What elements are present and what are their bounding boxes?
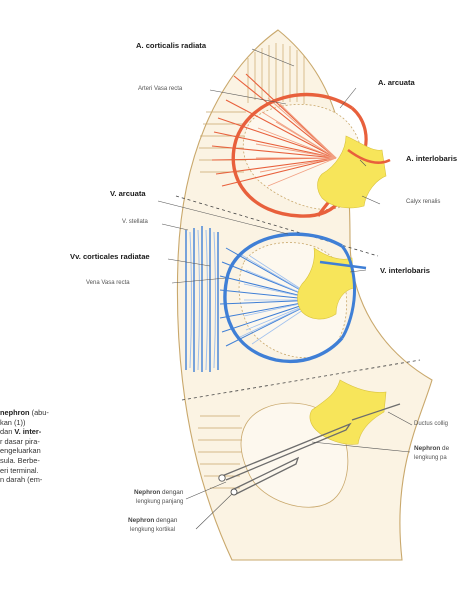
label-a-arcuata: A. arcuata: [378, 79, 415, 87]
label-a-interlobaris: A. interlobaris: [406, 155, 457, 163]
side-line-7: eri terminal.: [0, 466, 80, 476]
side-line-2: kan (1)): [0, 418, 80, 428]
label-lengkung-right: lengkung pa: [414, 455, 447, 461]
side-line-8: n darah (em-: [0, 475, 80, 485]
label-nephron-panjang: Nephron dengan: [134, 490, 183, 496]
side-line-6: sula. Berbe-: [0, 456, 80, 466]
label-ductus-colligens: Ductus collig: [414, 421, 448, 427]
label-vena-vasa-recta: Vena Vasa recta: [86, 280, 130, 286]
label-calyx-renalis: Calyx renalis: [406, 199, 440, 205]
side-line-4: r dasar pira-: [0, 437, 80, 447]
side-paragraph: nephron (abu- kan (1)) dan V. inter- r d…: [0, 408, 80, 485]
label-nephron-kortikal: Nephron dengan: [128, 518, 177, 524]
label-a-corticalis-radiata: A. corticalis radiata: [136, 42, 206, 50]
side-line-5: engeluarkan: [0, 446, 80, 456]
label-v-stellata: V. stellata: [122, 219, 148, 225]
label-nephron-right: Nephron de: [414, 446, 449, 452]
side-line-3: dan V. inter-: [0, 427, 80, 437]
label-vv-corticales-radiatae: Vv. corticales radiatae: [70, 253, 150, 261]
label-lengkung-kortikal: lengkung kortikal: [130, 527, 175, 533]
side-line-1: nephron (abu-: [0, 408, 80, 418]
label-v-arcuata: V. arcuata: [110, 190, 146, 198]
label-lengkung-panjang: lengkung panjang: [136, 499, 183, 505]
label-v-interlobaris: V. interlobaris: [380, 267, 430, 275]
label-arteri-vasa-recta: Arteri Vasa recta: [138, 86, 182, 92]
